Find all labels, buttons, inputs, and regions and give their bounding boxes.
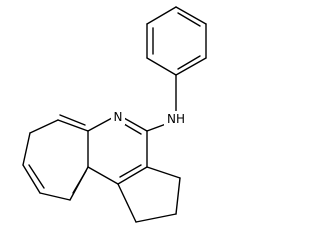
pyridine-ring <box>87 117 148 185</box>
double-bond-inner <box>72 170 87 194</box>
bond <box>22 164 41 194</box>
bond <box>123 117 148 132</box>
double-bond-inner <box>123 123 142 135</box>
double-bond-inner <box>177 12 201 27</box>
bond <box>175 6 207 25</box>
bond <box>117 166 148 185</box>
amine-linker <box>146 74 177 132</box>
double-bond-inner <box>119 164 142 178</box>
bond <box>87 117 113 132</box>
bond <box>175 57 207 76</box>
bond <box>22 132 31 166</box>
bond <box>87 166 119 185</box>
atom-labels: N NH <box>111 109 188 127</box>
bond <box>57 119 89 132</box>
bond <box>175 177 181 215</box>
amine-atom-label: NH <box>167 112 185 126</box>
bond <box>135 213 177 223</box>
chemical-structure-diagram: N NH <box>22 6 207 223</box>
bond <box>146 57 177 76</box>
double-bond-inner <box>28 164 45 189</box>
bond <box>117 183 137 223</box>
double-bond-inner <box>59 114 86 126</box>
bond <box>39 192 71 201</box>
bond <box>146 6 177 25</box>
cycloheptatriene-ring <box>22 114 89 201</box>
cyclopentane-ring <box>117 166 181 223</box>
bond <box>146 123 167 132</box>
double-bond-inner <box>177 55 201 70</box>
nitrogen-atom-label: N <box>114 110 123 124</box>
phenyl-ring <box>146 6 207 76</box>
bond <box>29 119 59 134</box>
bond <box>146 166 181 179</box>
